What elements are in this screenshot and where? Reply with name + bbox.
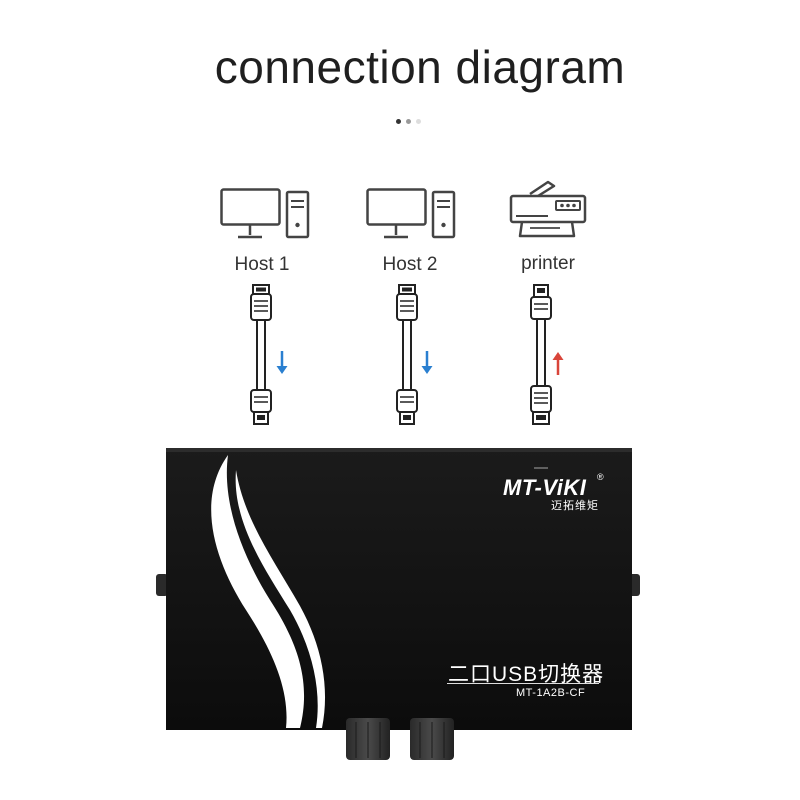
carousel-dot[interactable] [406,119,411,124]
carousel-dot[interactable] [396,119,401,124]
device-label-host-2: Host 2 [382,254,438,275]
computer-icon [366,188,456,239]
arrow-down-icon [276,351,288,374]
device-label-printer: printer [521,253,575,274]
carousel-dots [396,119,421,124]
printer-icon [509,180,587,238]
usb-cable [396,284,418,425]
carousel-dot[interactable] [416,119,421,124]
brand-logo: MT-ViKI [503,475,587,500]
arrow-up-icon [552,352,564,375]
brand-chinese-name: 迈拓维矩 [551,500,599,512]
usb-cable [250,284,272,425]
registered-mark: ® [597,472,604,482]
model-number: MT-1A2B-CF [516,687,586,699]
arrow-down-icon [421,351,433,374]
computer-icon [220,188,310,239]
usb-cable [530,284,552,425]
device-label-host-1: Host 1 [234,254,290,275]
divider [447,683,599,684]
product-name: 二口USB切换器 [448,663,605,686]
page-title: connection diagram [214,41,626,93]
